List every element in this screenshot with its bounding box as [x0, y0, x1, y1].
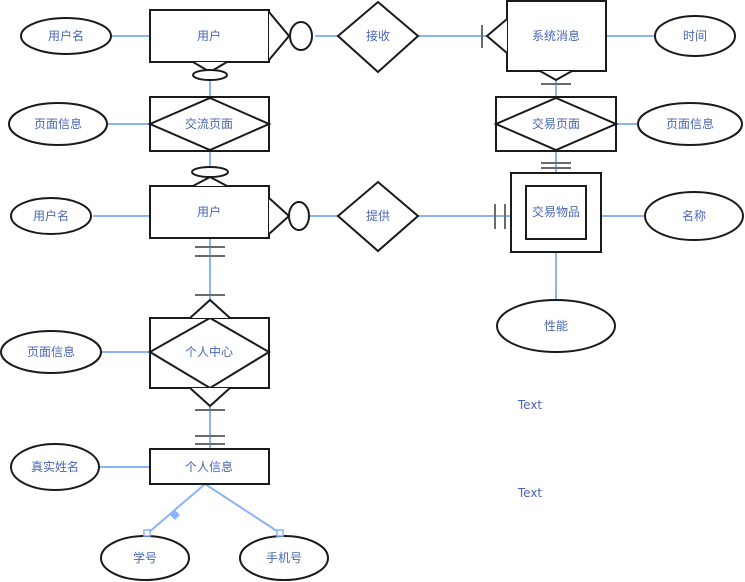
crows-foot-one-many-center-top: [189, 294, 231, 319]
relationship-exchange-page[interactable]: 交流页面: [147, 96, 272, 152]
connector-endpoint-square: [143, 529, 151, 537]
crows-foot-zero-many-user-top-right: [268, 11, 313, 61]
one-only-personal-info-top: [195, 435, 225, 445]
entity-label: 个人信息: [185, 459, 233, 474]
relationship-label: 个人中心: [185, 344, 233, 359]
attribute-label: 学号: [133, 550, 157, 565]
attribute-phone[interactable]: 手机号: [239, 535, 329, 581]
entity-system-message[interactable]: 系统消息: [506, 0, 607, 72]
attribute-performance[interactable]: 性能: [496, 299, 616, 353]
crows-foot-one-many-center-bottom: [189, 387, 231, 411]
one-only-user-mid-bottom: [195, 246, 225, 257]
entity-label: 用户: [197, 28, 221, 43]
entity-label: 用户: [197, 204, 221, 219]
one-only-trade-item-top: [541, 162, 571, 169]
free-text-label[interactable]: Text: [517, 398, 543, 412]
entity-label: 系统消息: [532, 28, 580, 43]
attribute-username-mid[interactable]: 用户名: [10, 197, 92, 235]
entity-label: 交易物品: [532, 204, 580, 219]
relationship-trade-page[interactable]: 交易页面: [493, 96, 619, 152]
crows-foot-one-many-sysmsg-bottom: [539, 70, 573, 85]
attribute-label: 时间: [683, 29, 707, 43]
attribute-name[interactable]: 名称: [644, 191, 744, 241]
connector-decorations: [143, 510, 284, 537]
crows-foot-zero-many-user-mid-right: [268, 197, 310, 235]
free-text-label[interactable]: Text: [517, 486, 543, 500]
attribute-page-info-center[interactable]: 页面信息: [0, 330, 102, 374]
attribute-time[interactable]: 时间: [654, 15, 736, 57]
relationship-label: 交易页面: [532, 116, 580, 131]
entity-personal-info[interactable]: 个人信息: [149, 448, 270, 485]
relationship-label: 接收: [366, 28, 390, 43]
attribute-label: 用户名: [33, 208, 69, 223]
attribute-page-info-left[interactable]: 页面信息: [8, 102, 108, 146]
attribute-student-id[interactable]: 学号: [100, 535, 190, 581]
crows-foot-zero-many-user-top-bottom: [192, 61, 228, 81]
attribute-label: 页面信息: [27, 344, 75, 359]
attribute-label: 名称: [682, 208, 706, 223]
relationship-provide[interactable]: 提供: [336, 180, 420, 253]
entity-user-mid[interactable]: 用户: [149, 185, 270, 239]
attribute-label: 用户名: [48, 28, 84, 43]
relationship-personal-center[interactable]: 个人中心: [148, 316, 271, 390]
connector-diamond-marker: [170, 510, 180, 520]
crows-foot-one-many-sysmsg-left: [481, 18, 508, 54]
relationship-receive[interactable]: 接收: [336, 0, 420, 74]
attribute-label: 手机号: [266, 551, 302, 565]
connectors: [93, 35, 655, 534]
attribute-label: 页面信息: [666, 116, 714, 131]
attribute-username-top[interactable]: 用户名: [20, 17, 112, 55]
connector-info-studentid: [147, 483, 206, 534]
attribute-page-info-right[interactable]: 页面信息: [637, 102, 743, 146]
attribute-label: 性能: [544, 319, 568, 333]
relationship-label: 交流页面: [185, 116, 233, 131]
entity-user-top[interactable]: 用户: [149, 9, 270, 63]
crows-foot-zero-many-user-mid-top: [191, 166, 229, 187]
relationship-label: 提供: [366, 208, 390, 223]
attribute-real-name[interactable]: 真实姓名: [10, 443, 100, 491]
attribute-label: 真实姓名: [31, 459, 79, 474]
entity-trade-item[interactable]: 交易物品: [510, 172, 602, 253]
connector-endpoint-square: [276, 529, 284, 537]
connector-info-phone: [204, 483, 281, 534]
one-only-trade-item-left: [494, 204, 506, 229]
attribute-label: 页面信息: [34, 116, 82, 131]
